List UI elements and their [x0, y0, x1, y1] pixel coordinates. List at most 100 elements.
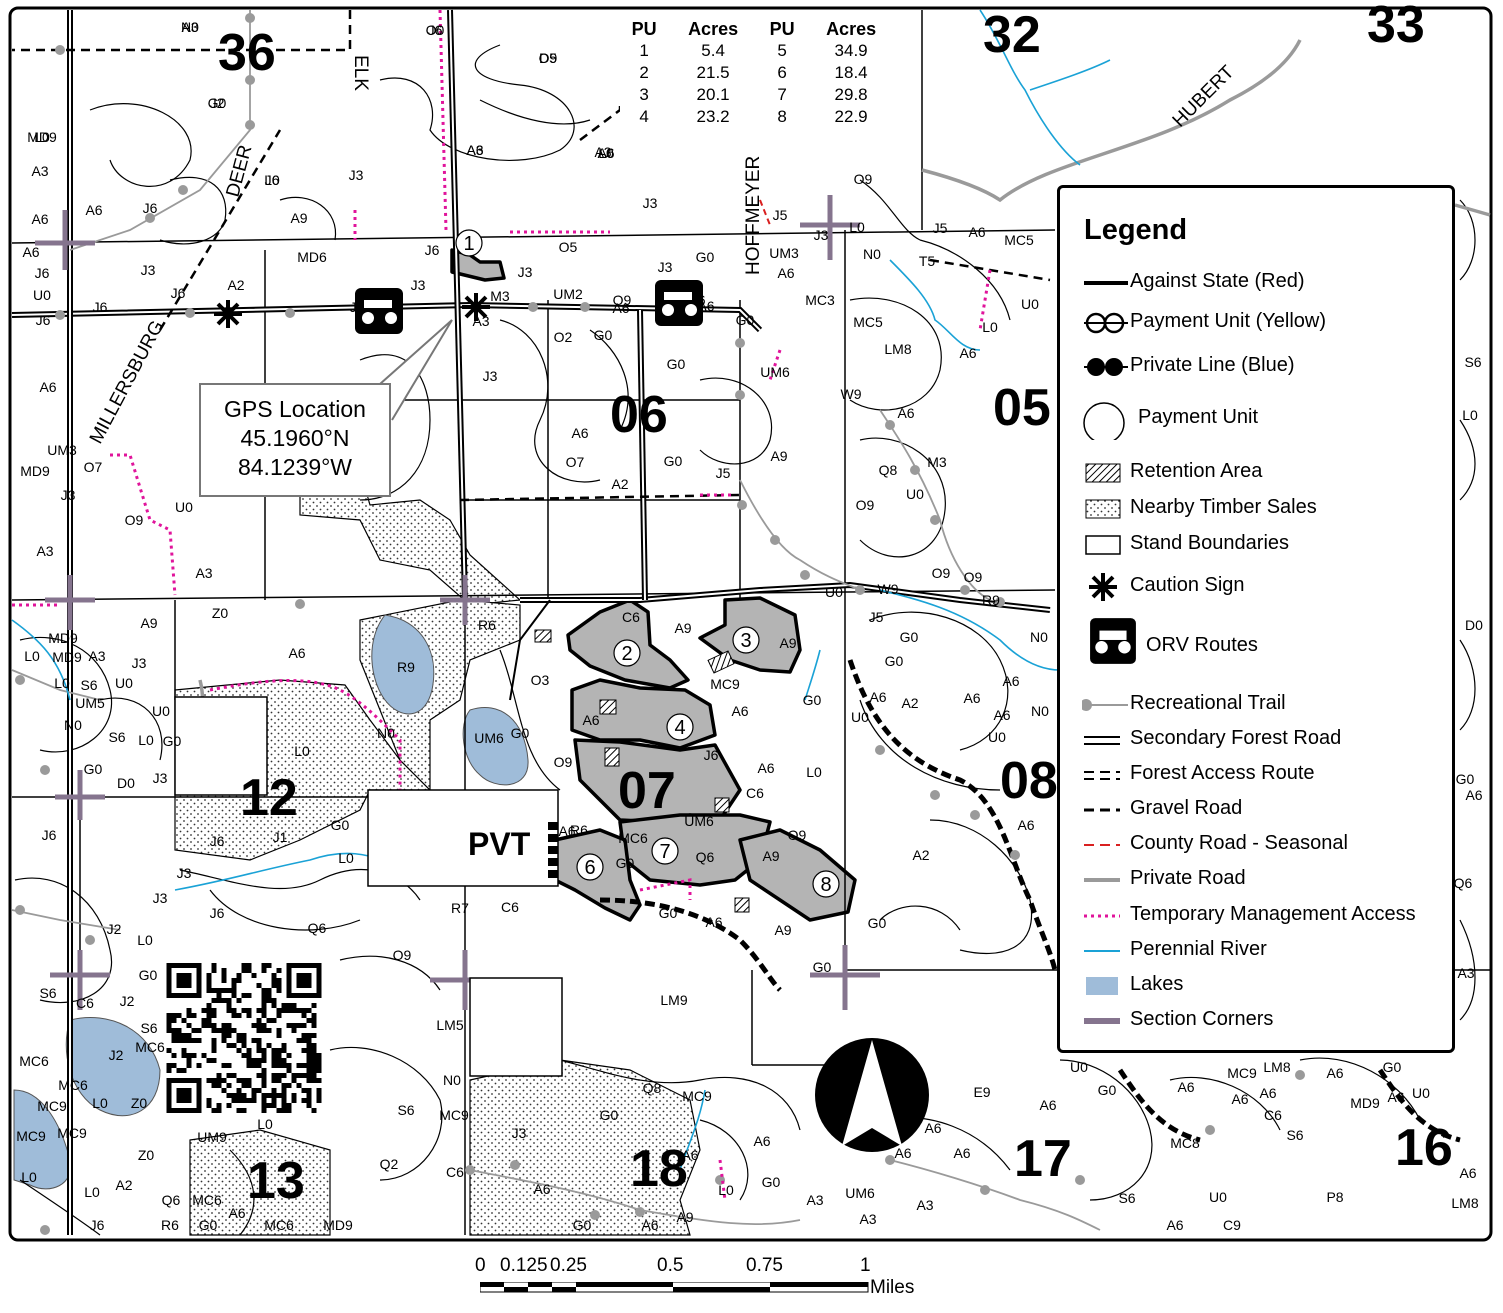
stand-label: C6 [1264, 1107, 1282, 1123]
trail-node [178, 185, 188, 195]
stand-label: U0 [115, 675, 133, 691]
qr-module [276, 1063, 282, 1068]
stand-label: LM9 [660, 992, 687, 1008]
trail-node [1295, 1070, 1305, 1080]
stand-label: A6 [641, 1217, 658, 1233]
stand-label: L0 [34, 129, 50, 145]
stand-label: L0 [338, 850, 354, 866]
caution-sign-icon [214, 300, 242, 328]
stand-label: A9 [770, 448, 787, 464]
retention-area [534, 629, 552, 643]
trail-node [40, 765, 50, 775]
stand-label: D5 [539, 50, 557, 66]
qr-module [181, 1018, 187, 1023]
legend-item: Secondary Forest Road [1060, 723, 1455, 757]
qr-module [306, 1033, 312, 1038]
qr-module [261, 1103, 267, 1108]
qr-module [291, 1093, 297, 1098]
legend-item: Retention Area [1060, 456, 1455, 490]
qr-module [231, 1028, 237, 1033]
stand-label: U0 [988, 729, 1006, 745]
stand-label: C9 [1223, 1217, 1241, 1233]
qr-module [191, 1028, 197, 1033]
qr-module [211, 1028, 217, 1033]
private-line-icon [1084, 358, 1128, 376]
trail-node [970, 810, 980, 820]
qr-module [306, 1053, 312, 1058]
qr-module [306, 1058, 312, 1063]
stand-label: L0 [982, 319, 998, 335]
stand-label: LM8 [1451, 1195, 1478, 1211]
stand-label: L0 [1462, 407, 1478, 423]
stand-label: O9 [856, 497, 875, 513]
stand-label: A2 [227, 277, 244, 293]
qr-module [236, 1093, 242, 1098]
stand-label: A3 [466, 142, 483, 158]
stand-label: J3 [153, 890, 168, 906]
qr-module [216, 1078, 222, 1083]
stand-label: C6 [76, 995, 94, 1011]
qr-module [316, 1058, 322, 1063]
stand-label: A2 [611, 476, 628, 492]
qr-module [206, 1058, 212, 1063]
stand-label: A6 [1326, 1065, 1343, 1081]
section-labels: 36 32 33 06 05 12 07 08 13 18 17 16 [218, 0, 1453, 1210]
stand-boundary [879, 905, 961, 931]
legend-title: Legend [1084, 214, 1188, 246]
stand-label: O5 [559, 239, 578, 255]
qr-module [261, 1073, 267, 1078]
qr-module [216, 988, 222, 993]
section-label: 18 [630, 1140, 688, 1198]
stand-label: G0 [885, 653, 904, 669]
legend-label: Forest Access Route [1130, 762, 1315, 784]
qr-module [206, 983, 212, 988]
perennial-river [979, 9, 1081, 166]
qr-module [261, 1098, 267, 1103]
stand-label: R6 [570, 822, 588, 838]
stand-label: O9 [393, 947, 412, 963]
qr-module [291, 1023, 297, 1028]
qr-module [276, 1033, 282, 1038]
qr-module [236, 998, 242, 1003]
trail-node [40, 1225, 50, 1235]
stand-label: MC9 [682, 1088, 712, 1104]
qr-module [181, 1033, 187, 1038]
qr-module [306, 1093, 312, 1098]
road-name-hoffmeyer: HOFFMEYER [743, 156, 764, 275]
qr-module [166, 1013, 172, 1018]
stand-label: N0 [1031, 703, 1049, 719]
stand-label: A3 [859, 1211, 876, 1227]
stand-label: A6 [959, 345, 976, 361]
stand-boundary [699, 377, 773, 465]
stand-label: U0 [906, 486, 924, 502]
qr-module [261, 1008, 267, 1013]
gps-title: GPS Location [224, 396, 366, 422]
trail-node [465, 1165, 475, 1175]
qr-module [191, 1013, 197, 1018]
perennial-river [1029, 59, 1111, 91]
stand-label: G0 [331, 817, 350, 833]
stand-label: A6 [1259, 1085, 1276, 1101]
qr-module [226, 988, 232, 993]
qr-module [226, 1003, 232, 1008]
qr-module [306, 1048, 312, 1053]
trail-node [245, 13, 255, 23]
qr-module [226, 1093, 232, 1098]
legend-label: Nearby Timber Sales [1130, 496, 1317, 518]
stand-boundary [14, 877, 113, 1004]
qr-module [236, 1013, 242, 1018]
qr-module [261, 1013, 267, 1018]
qr-code-icon[interactable] [166, 963, 322, 1113]
scale-bar: 0 0.125 0.25 0.5 0.75 1 Miles [475, 1255, 918, 1305]
legend-item: County Road - Seasonal [1060, 828, 1455, 862]
qr-module [281, 1083, 287, 1088]
stand-label: L0 [598, 145, 614, 161]
stand-label: A9 [140, 615, 157, 631]
qr-module [211, 1083, 217, 1088]
qr-module [181, 1053, 187, 1058]
stand-label: MD9 [1350, 1095, 1380, 1111]
section-corner [45, 575, 95, 630]
stand-label: A9 [676, 1209, 693, 1225]
qr-module [196, 1063, 202, 1068]
